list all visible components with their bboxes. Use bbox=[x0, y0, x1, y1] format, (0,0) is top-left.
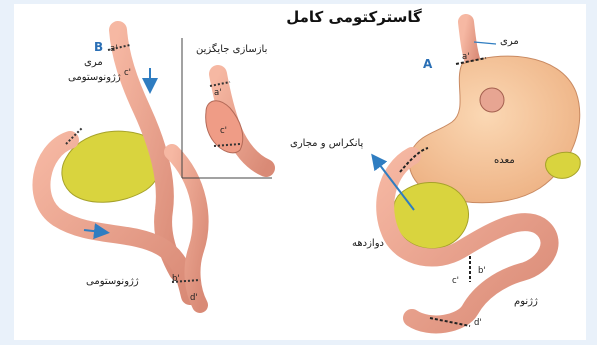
panel-b-esophagojejunostomy-label: ژژونوستومی bbox=[68, 72, 121, 83]
panel-a-letter: A bbox=[423, 57, 432, 71]
panel-a-esophagus-label: مری bbox=[500, 36, 519, 47]
panel-b-letter: B bbox=[94, 40, 103, 54]
panel-b-diagram bbox=[41, 30, 200, 305]
panel-a-duodenum-label: دوازدهه bbox=[352, 238, 384, 249]
panel-a-pancreas-label: پانکراس و مجاری bbox=[290, 138, 363, 149]
panel-a-diagram bbox=[376, 22, 580, 326]
panel-a-marker-d: d' bbox=[474, 318, 482, 328]
panel-a-stomach-label: معده bbox=[494, 155, 515, 166]
panel-a-jejunum-label: ژژنوم bbox=[514, 296, 538, 307]
inset-title: بازسازی جایگزین bbox=[196, 44, 267, 55]
panel-b-jejunojejunostomy-label: ژژونوستومی bbox=[86, 276, 139, 287]
inset-marker-c: c' bbox=[220, 126, 227, 136]
panel-a-marker-b: b' bbox=[478, 266, 486, 276]
panel-b-marker-c: c' bbox=[124, 68, 131, 78]
figure-title: گاسترکتومی کامل bbox=[259, 8, 449, 26]
pancreas-tail-a bbox=[546, 152, 581, 178]
panel-b-marker-b: b' bbox=[172, 274, 180, 284]
panel-b-esophagus-label: مری bbox=[84, 57, 103, 68]
esophagus-pointer bbox=[474, 42, 496, 44]
panel-b-marker-d: d' bbox=[190, 293, 198, 303]
panel-a-marker-c: c' bbox=[452, 276, 459, 286]
inset-marker-a: a' bbox=[214, 88, 222, 98]
panel-a-marker-a: a' bbox=[462, 52, 470, 62]
stomach-a bbox=[409, 56, 579, 203]
tumor-a bbox=[480, 88, 504, 112]
panel-b-marker-a: a' bbox=[110, 44, 118, 54]
